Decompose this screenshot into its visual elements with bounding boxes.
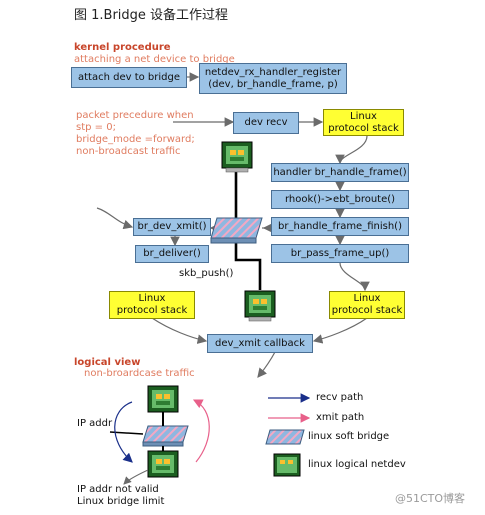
linux-protocol-stack-right: Linux protocol stack [329, 291, 405, 319]
br-dev-xmit-box: br_dev_xmit() [133, 218, 211, 236]
soft-bridge-icon [210, 217, 263, 244]
figure-title: 图 1.Bridge 设备工作过程 [74, 8, 229, 23]
legend-graphics [265, 393, 311, 477]
ip-addr-label: IP addr [77, 418, 113, 429]
legend-soft-bridge: linux soft bridge [308, 431, 390, 442]
kernel-procedure-heading: kernel procedure [74, 42, 171, 53]
dev-xmit-callback-box: dev_xmit callback [207, 334, 313, 353]
logical-view-heading: logical view [74, 357, 141, 368]
br-deliver-box: br_deliver() [135, 245, 209, 263]
attach-dev-box: attach dev to bridge [71, 67, 187, 88]
skb-push-label: skb_push() [179, 268, 234, 279]
dev-recv-box: dev recv [233, 112, 299, 134]
rx-handler-register-box: netdev_rx_handler_register (dev, br_hand… [199, 63, 347, 94]
nic-icon [147, 385, 179, 413]
linux-protocol-stack-top: Linux protocol stack [323, 109, 404, 136]
linux-protocol-stack-left: Linux protocol stack [109, 291, 195, 319]
handler-br-handle-frame-box: handler br_handle_frame() [271, 163, 409, 182]
br-handle-frame-finish-box: br_handle_frame_finish() [271, 217, 409, 236]
watermark: @51CTO博客 [395, 492, 466, 505]
legend-logical-netdev: linux logical netdev [308, 459, 406, 470]
logical-view-graphic [109, 385, 210, 485]
nic-icon [244, 290, 276, 322]
logical-view-note: non-broardcase traffic [84, 368, 195, 379]
packet-procedure-note: packet precedure when stp = 0; bridge_mo… [76, 110, 195, 157]
kernel-procedure-note: attaching a net device to bridge [74, 54, 235, 65]
rhook-ebt-broute-box: rhook()->ebt_broute() [271, 190, 409, 209]
nic-icon [147, 450, 179, 478]
legend-recv-path: recv path [316, 392, 364, 403]
legend-xmit-path: xmit path [316, 412, 365, 423]
ip-addr-invalid-label: IP addr not valid Linux bridge limit [77, 484, 165, 507]
br-pass-frame-up-box: br_pass_frame_up() [271, 244, 409, 263]
nic-icon [221, 141, 253, 173]
